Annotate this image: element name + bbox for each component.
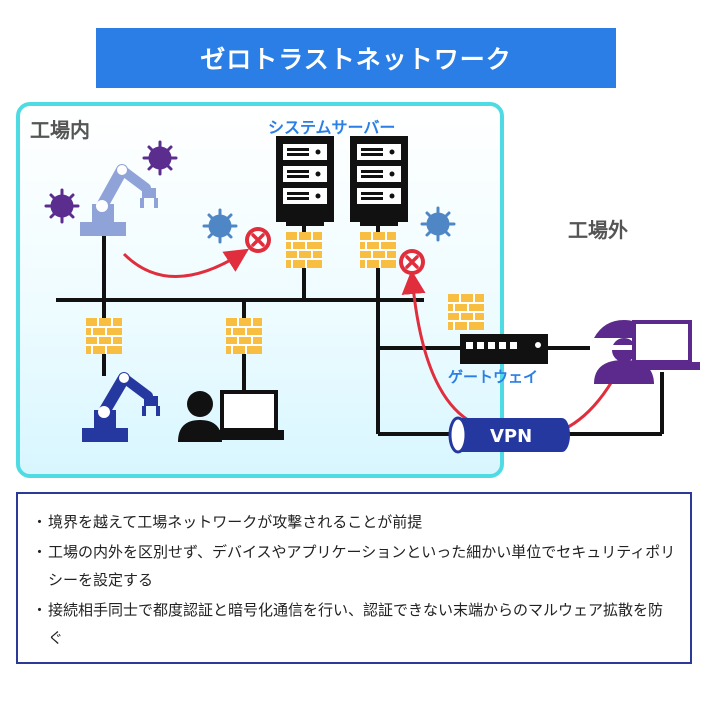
notes-box: ・境界を越えて工場ネットワークが攻撃されることが前提 ・工場の内外を区別せず、デ… xyxy=(16,492,692,664)
note-item: ・境界を越えて工場ネットワークが攻撃されることが前提 xyxy=(32,508,676,536)
laptop-icon xyxy=(626,320,700,370)
server-icon xyxy=(350,136,408,226)
vpn-tunnel-icon xyxy=(448,416,570,454)
firewall-icon xyxy=(359,231,397,269)
page-title: ゼロトラストネットワーク xyxy=(96,28,616,88)
gateway-label: ゲートウェイ xyxy=(448,368,539,386)
firewall-icon xyxy=(447,293,485,331)
network-diagram xyxy=(44,136,700,454)
firewall-icon xyxy=(285,231,323,269)
person-laptop-icon xyxy=(178,390,284,442)
robot-arm-icon xyxy=(80,164,158,236)
gateway-icon xyxy=(460,334,548,364)
firewall-icon xyxy=(225,317,263,355)
note-text: 接続相手同士で都度認証と暗号化通信を行い、認証できない末端からのマルウェア拡散を… xyxy=(48,601,664,647)
bullet: ・ xyxy=(32,543,48,561)
robot-arm-icon xyxy=(82,372,160,442)
notes-list: ・境界を越えて工場ネットワークが攻撃されることが前提 ・工場の内外を区別せず、デ… xyxy=(32,508,676,652)
server-icon xyxy=(276,136,334,226)
virus-icon xyxy=(142,140,178,176)
bullet: ・ xyxy=(32,601,48,619)
block-icon xyxy=(397,247,427,277)
system-server-label: システムサーバー xyxy=(268,118,396,137)
attack-arrow xyxy=(122,248,250,278)
bullet: ・ xyxy=(32,513,48,531)
note-item: ・工場の内外を区別せず、デバイスやアプリケーションといった細かい単位でセキュリテ… xyxy=(32,538,676,594)
virus-icon xyxy=(420,206,456,242)
inside-factory-label: 工場内 xyxy=(30,118,90,142)
vpn-label: VPN xyxy=(490,426,533,447)
firewall-icon xyxy=(85,317,123,355)
virus-icon xyxy=(44,188,80,224)
note-text: 境界を越えて工場ネットワークが攻撃されることが前提 xyxy=(48,513,423,531)
outside-factory-label: 工場外 xyxy=(568,218,628,242)
note-item: ・接続相手同士で都度認証と暗号化通信を行い、認証できない末端からのマルウェア拡散… xyxy=(32,596,676,652)
block-icon xyxy=(243,225,273,255)
note-text: 工場の内外を区別せず、デバイスやアプリケーションといった細かい単位でセキュリティ… xyxy=(48,543,676,589)
virus-icon xyxy=(202,208,238,244)
